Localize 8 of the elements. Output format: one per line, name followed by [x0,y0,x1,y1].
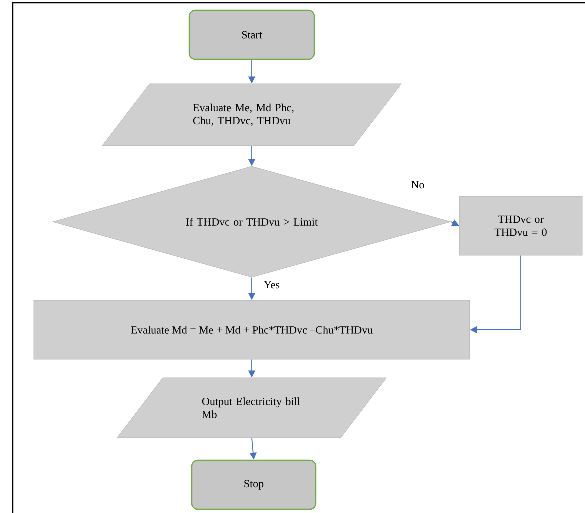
input-output-parallelogram: Evaluate Me, Md Phc, Chu, THDvc, THDvu [102,84,402,146]
input-output-parallelogram: Output Electricity bill Mb [117,378,387,438]
terminal-box: Stop [191,460,317,510]
process-box: THDvc or THDvu = 0 [459,196,583,256]
terminal-box: Start [188,10,316,60]
process-box: Evaluate Md = Me + Md + Phc*THDvc –Chu*THDvu [34,300,470,360]
edge-label: No [410,180,426,190]
edge-label: Yes [263,280,281,290]
